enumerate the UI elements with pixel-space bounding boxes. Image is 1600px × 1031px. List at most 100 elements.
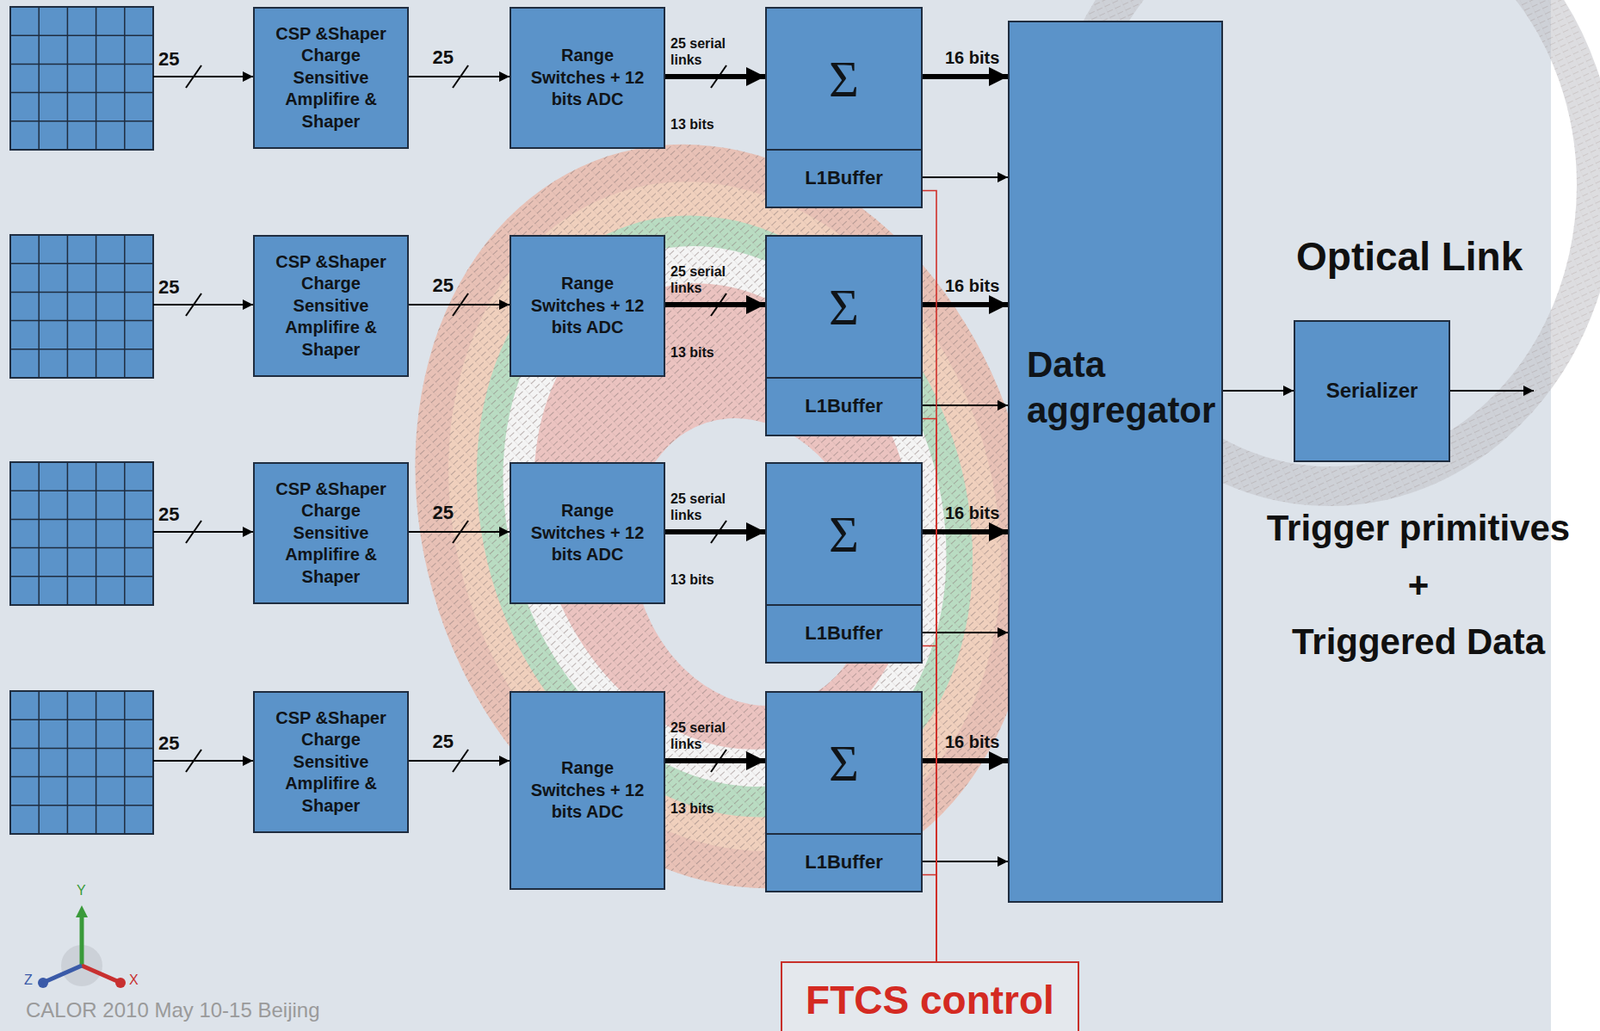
box-text: Σ [828,508,859,561]
box-text: CSP &Shaper Charge Sensitive Amplifire &… [271,707,392,818]
adc-box: Range Switches + 12 bits ADC [509,462,666,605]
box-text: Data aggregator [1026,342,1216,433]
axis-icon [37,905,126,989]
box-text: Serializer [1326,377,1419,405]
axis-letter: Y [76,883,87,899]
bus-arrow [665,74,766,80]
box-text: L1Buffer [804,850,883,875]
buffer-box: L1Buffer [765,376,923,437]
output-label: Triggered Data [1246,621,1591,663]
bus-width-label: 25 [432,730,454,753]
bus-width-label: 16 bits [945,732,1000,753]
bus-arrow [665,758,766,764]
bus-width-label: 25 [432,46,454,68]
box-text: CSP &Shaper Charge Sensitive Amplifire &… [271,478,392,589]
box-text: L1Buffer [804,166,883,191]
amplifier-box: CSP &Shaper Charge Sensitive Amplifire &… [253,6,409,149]
bus-slash [185,65,202,88]
amplifier-box: CSP &Shaper Charge Sensitive Amplifire &… [253,234,409,377]
bus-slash [185,749,202,773]
buffer-box: L1Buffer [765,833,923,893]
box-text: Range Switches + 12 bits ADC [527,500,649,567]
amplifier-box: CSP &Shaper Charge Sensitive Amplifire &… [253,691,409,834]
control-line [922,191,937,963]
box-text: Σ [828,53,859,106]
bus-arrow [665,529,766,535]
bus-width-label: 25 [158,503,180,526]
bus-arrow [922,758,1008,764]
pad-grid [10,234,154,378]
heading-label: Optical Link [1296,234,1523,280]
bus-width-label: 25 serial links [670,264,750,297]
axis-letter: X [129,972,139,989]
adc-box: Range Switches + 12 bits ADC [509,234,666,377]
buffer-box: L1Buffer [765,604,923,664]
bus-width-label: 25 [432,274,454,297]
bus-width-label: 16 bits [945,48,1000,68]
bit-width-label: 13 bits [670,801,715,817]
bus-width-label: 25 serial links [670,720,750,753]
control-line [922,419,937,963]
sum-box: Σ [765,234,923,379]
aggregator-box: Data aggregator [1007,20,1224,903]
box-text: Range Switches + 12 bits ADC [527,44,649,112]
amplifier-box: CSP &Shaper Charge Sensitive Amplifire &… [253,462,409,605]
signal-arrow [1223,389,1294,392]
bit-width-label: 13 bits [670,117,715,133]
bus-width-label: 25 serial links [670,491,750,524]
bus-width-label: 25 [158,276,180,298]
bus-slash [452,749,469,773]
output-label: + [1246,564,1591,606]
signal-arrow [922,631,1008,634]
box-text: Σ [828,737,859,790]
box-text: CSP &Shaper Charge Sensitive Amplifire &… [271,23,392,134]
bus-slash [710,293,727,316]
output-label: Trigger primitives [1246,507,1591,550]
signal-arrow [922,404,1008,407]
signal-arrow [922,176,1008,179]
buffer-box: L1Buffer [765,148,923,209]
signal-wire [153,759,254,762]
adc-box: Range Switches + 12 bits ADC [509,691,666,890]
serializer-box: Serializer [1293,320,1451,463]
bus-width-label: 25 [432,501,454,524]
bus-width-label: 16 bits [945,503,1000,524]
signal-wire [153,531,254,533]
bus-width-label: 16 bits [945,276,1000,297]
bus-arrow [665,302,766,308]
conference-footer: CALOR 2010 May 10-15 Beijing [25,998,321,1023]
pad-grid [10,6,154,150]
bus-slash [452,65,469,88]
box-text: Range Switches + 12 bits ADC [527,757,649,824]
bus-slash [710,749,727,773]
box-text: Range Switches + 12 bits ADC [527,272,649,340]
box-text: L1Buffer [804,394,883,419]
signal-wire [153,75,254,78]
control-box: FTCS control [780,961,1080,1031]
box-text: L1Buffer [804,621,883,646]
bus-slash [185,520,202,544]
box-text: Σ [828,281,859,334]
bus-arrow [922,74,1008,80]
axis-letter: Z [24,972,33,989]
signal-wire [153,303,254,306]
control-line [922,875,937,963]
box-text: CSP &Shaper Charge Sensitive Amplifire &… [271,251,392,362]
bus-arrow [922,302,1008,308]
bit-width-label: 13 bits [670,572,715,588]
bus-slash [452,520,469,544]
sum-box: Σ [765,462,923,606]
signal-wire [1450,389,1534,392]
bus-slash [452,293,469,316]
pad-grid [10,462,154,606]
box-text: FTCS control [805,975,1055,1026]
signal-arrow [922,860,1008,863]
bus-slash [185,293,202,316]
bit-width-label: 13 bits [670,345,715,361]
sum-box: Σ [765,6,923,151]
bus-slash [710,65,727,88]
sum-box: Σ [765,691,923,835]
bus-width-label: 25 serial links [670,36,750,68]
pad-grid [10,691,154,834]
bus-width-label: 25 [158,732,180,754]
